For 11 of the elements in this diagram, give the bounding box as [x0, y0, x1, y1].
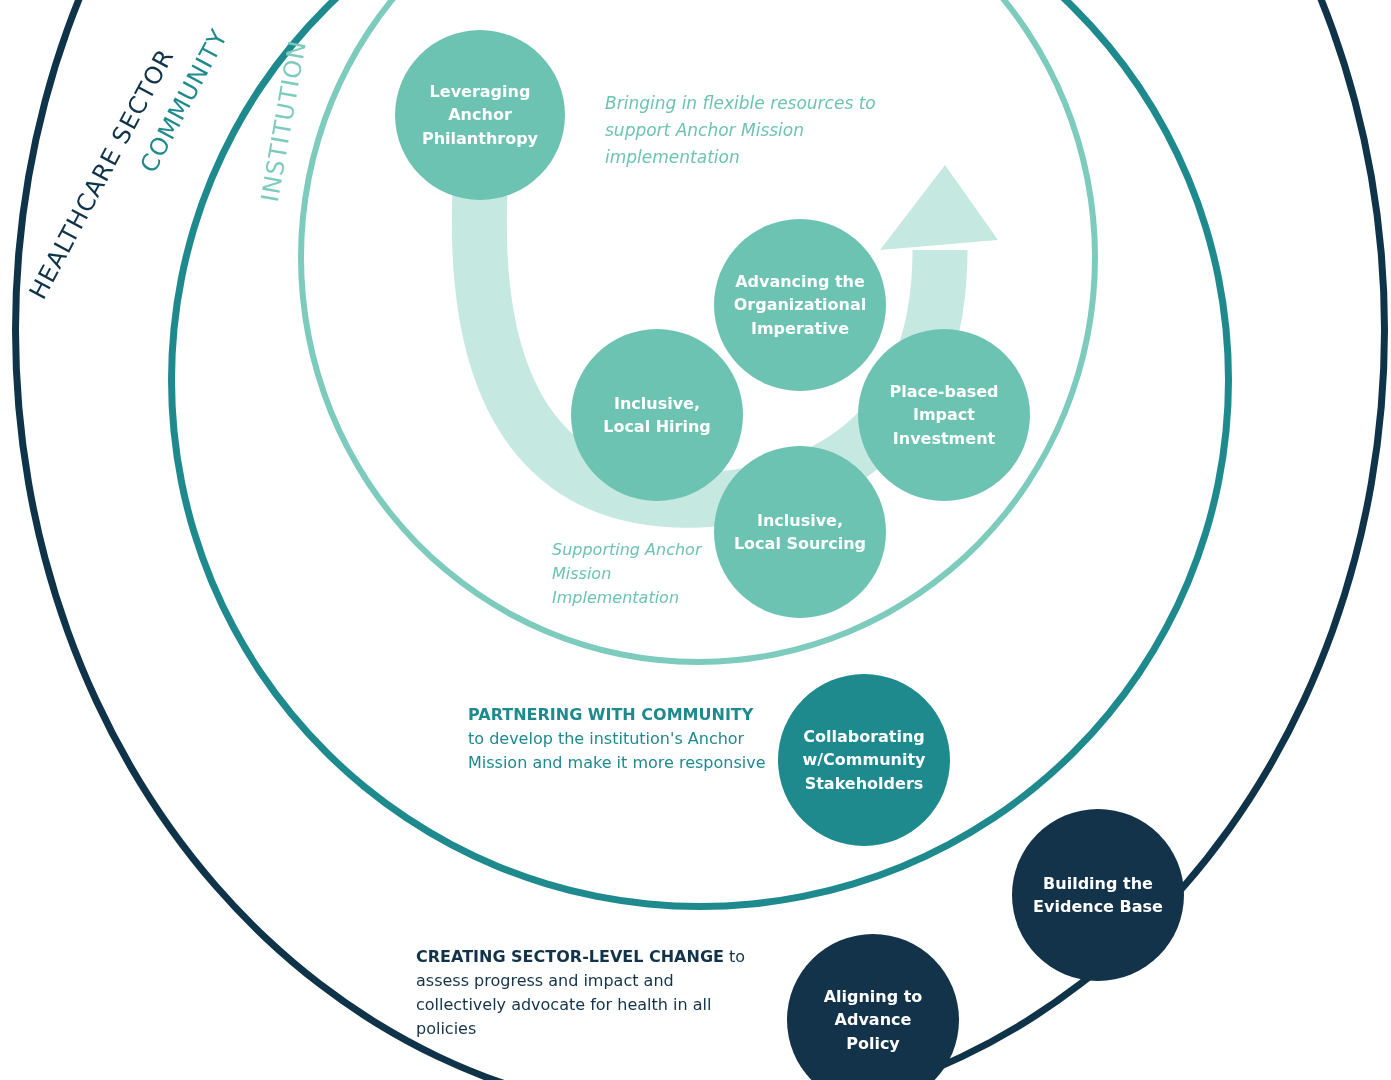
- circle-node: Advancing the Organizational Imperative: [714, 219, 886, 391]
- circle-node: Building the Evidence Base: [1012, 809, 1184, 981]
- circle-node: Inclusive, Local Sourcing: [714, 446, 886, 618]
- note-text: CREATING SECTOR-LEVEL CHANGE to assess progress and impact and collectively advocate for health in all policies: [416, 946, 746, 1040]
- circle-node: Collaborating w/Community Stakeholders: [778, 674, 950, 846]
- note-text: Supporting Anchor Mission Implementation: [552, 539, 704, 609]
- circle-node: Leveraging Anchor Philanthropy: [395, 30, 565, 200]
- circle-node: Place-based Impact Investment: [858, 329, 1030, 501]
- note-text: PARTNERING WITH COMMUNITY to develop the institution's Anchor Mission and make it more responsive: [468, 704, 767, 774]
- caption-text: Bringing in flexible resources to support Anchor Mission implementation: [605, 92, 877, 170]
- circle-node: Aligning to Advance Policy: [787, 934, 959, 1080]
